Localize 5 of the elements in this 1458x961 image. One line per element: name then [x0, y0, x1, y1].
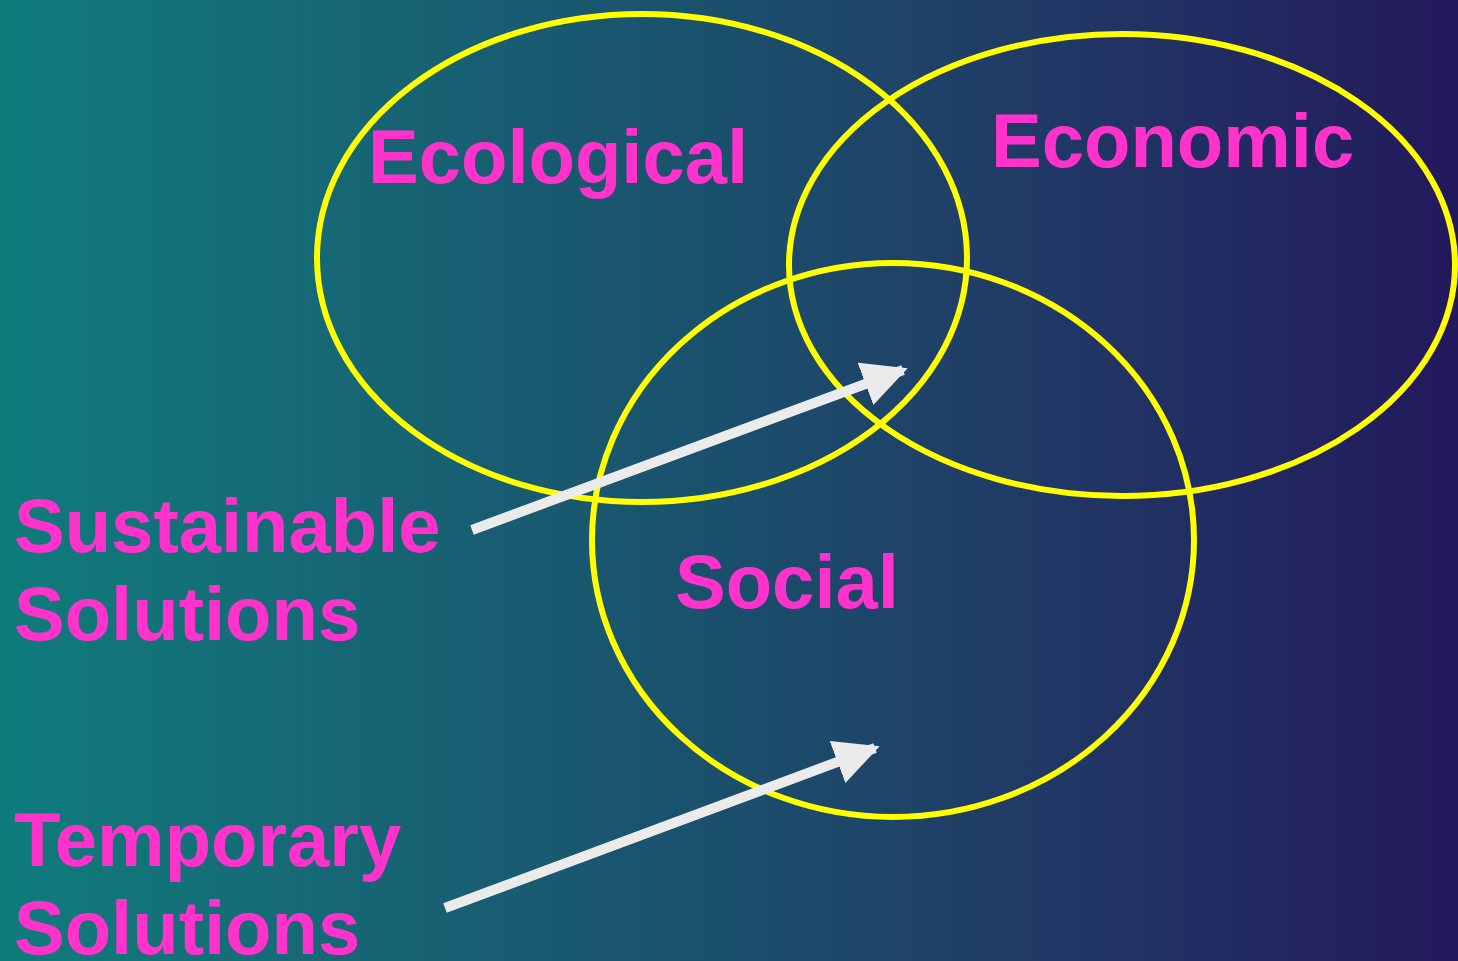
circle-label: Social [675, 544, 899, 620]
callout-text: Temporary Solutions [14, 796, 403, 961]
circle-label: Economic [991, 103, 1355, 179]
leader-arrow [443, 740, 880, 913]
leader-arrow [470, 362, 908, 535]
